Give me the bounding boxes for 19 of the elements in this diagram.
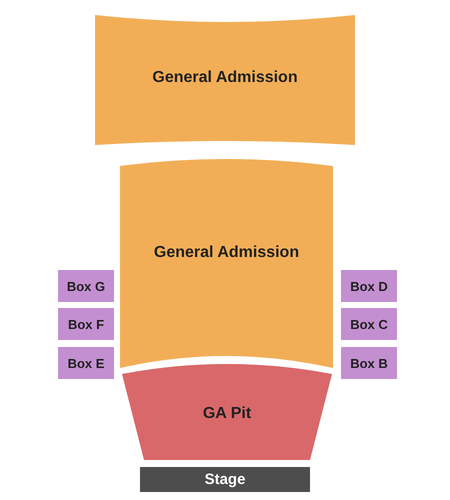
section-label: General Admission [152,69,298,87]
seating-section [120,158,333,368]
section-label: Box E [68,356,104,370]
section-label: Box C [350,316,388,332]
section-label: Stage [204,471,246,488]
section-label: General Admission [154,244,300,262]
section-label: Box G [66,278,106,294]
stage [140,467,310,492]
section-label: Box B [350,356,388,370]
section-label: Box F [68,316,104,332]
box-seat [341,270,397,302]
box-seat [341,347,397,379]
box-seat [58,347,114,379]
seating-section [95,15,355,145]
box-seat [58,270,114,302]
box-seat [341,308,397,340]
box-seat [58,308,114,340]
section-label: GA Pit [202,405,252,423]
section-label: Box D [350,278,388,294]
